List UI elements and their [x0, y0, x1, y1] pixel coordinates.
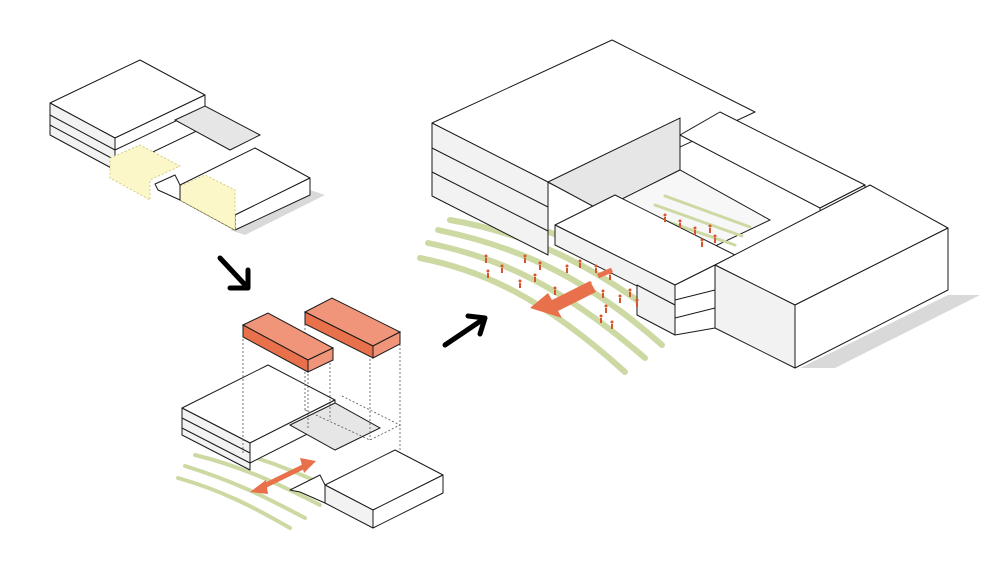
orange-arrow-icon — [530, 267, 613, 318]
step-2-courtyard — [288, 402, 382, 451]
arrow-down-right-icon — [217, 255, 251, 291]
step-3-connector — [674, 264, 716, 336]
lifted-volume-left — [241, 312, 335, 373]
step-2-right-block-front — [372, 474, 444, 529]
lifted-volume-right — [303, 297, 402, 359]
step-2-diagram — [176, 297, 444, 530]
step-3-main-side — [431, 122, 549, 256]
orange-arrow-icon — [250, 458, 316, 494]
step-2-connector — [289, 474, 326, 504]
step-1-building — [49, 59, 325, 235]
step-1-shadow — [230, 190, 325, 235]
step-1-highlight-left — [109, 144, 181, 201]
step-1-connector — [154, 174, 181, 201]
step-3-shadow — [800, 295, 980, 368]
step-3-right-block-front — [794, 227, 949, 369]
step-1-courtyard — [173, 105, 262, 151]
step-3-building — [417, 39, 980, 375]
arrow-up-right-icon — [442, 313, 488, 348]
people-figures — [484, 213, 717, 329]
